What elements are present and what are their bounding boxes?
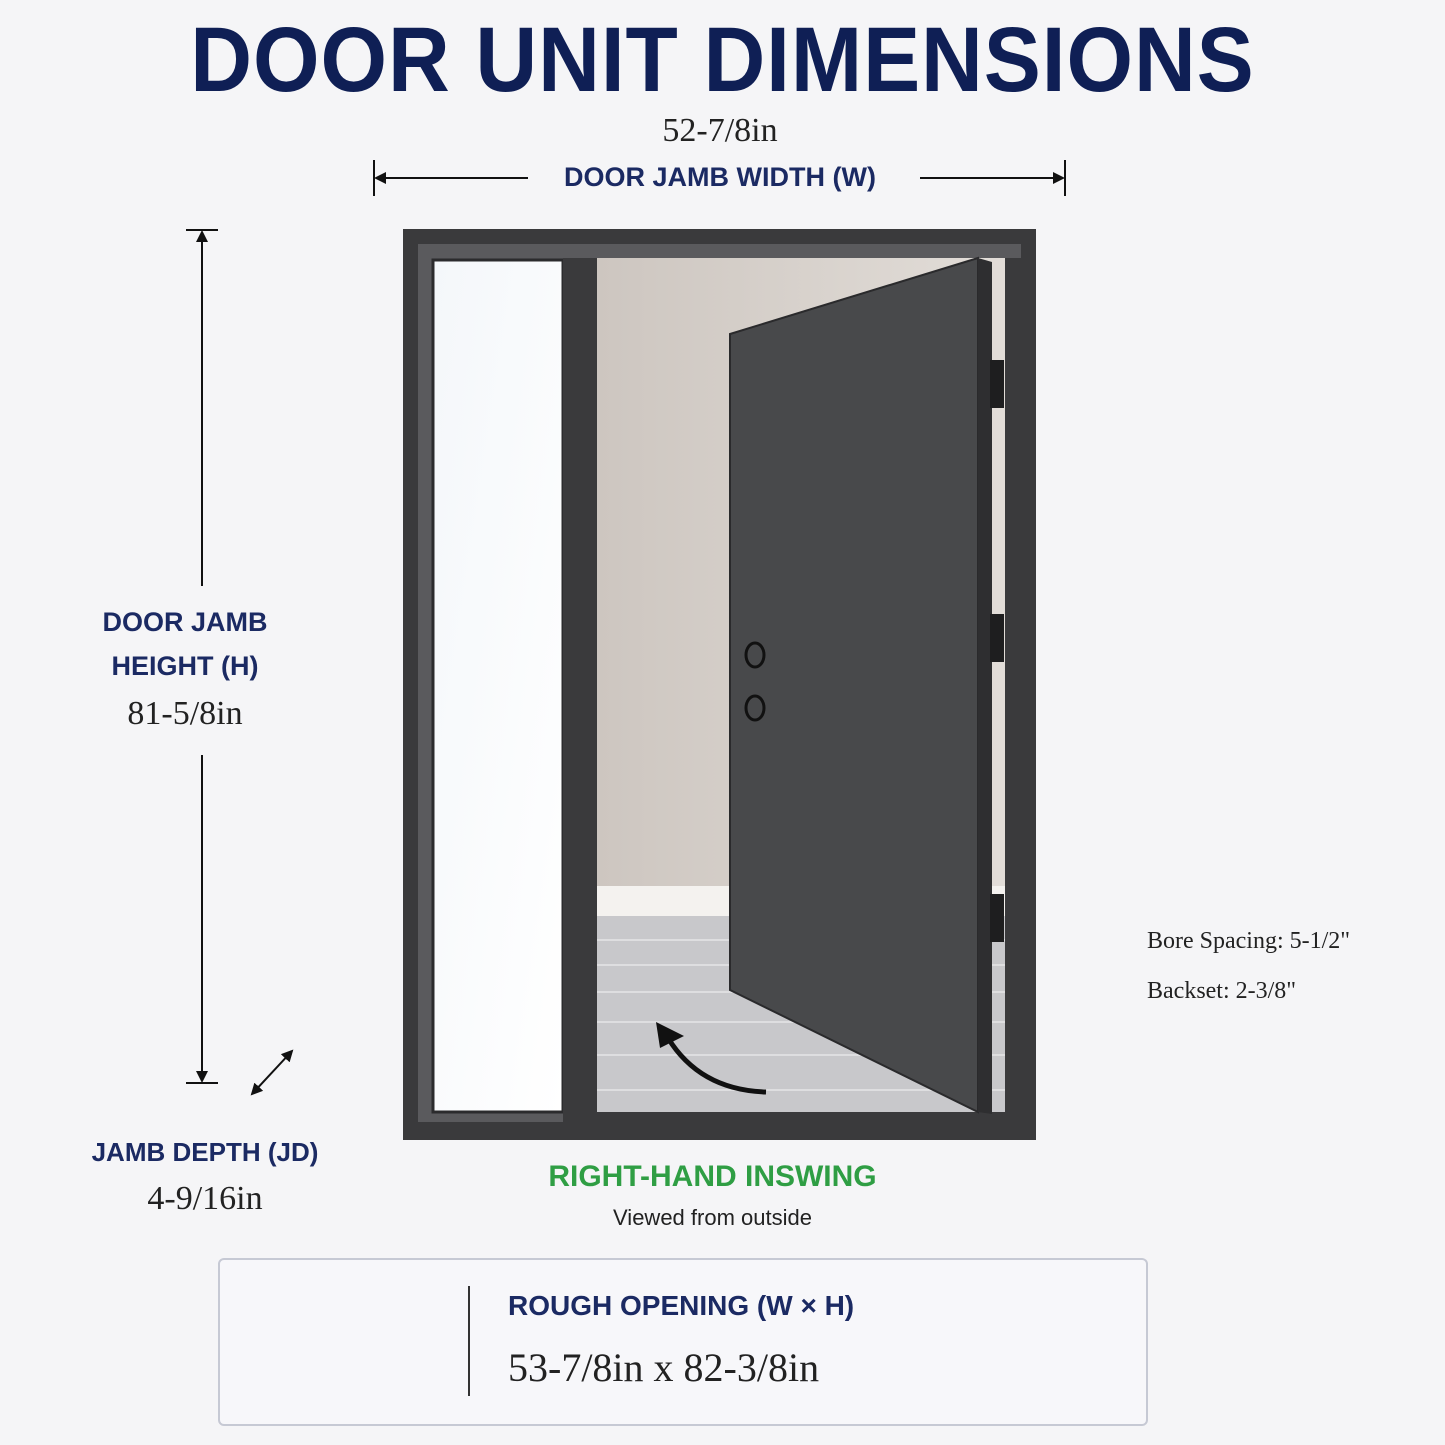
jamb-depth-value: 4-9/16in — [147, 1180, 263, 1217]
backset: Backset: 2-3/8" — [1147, 978, 1297, 1004]
jamb-height-label-line1: DOOR JAMB — [102, 607, 268, 637]
bore-hole-lower — [744, 694, 766, 722]
page-title: DOOR UNIT DIMENSIONS — [190, 9, 1255, 111]
panel-divider — [468, 1286, 470, 1396]
height-dimension — [186, 229, 218, 1084]
jamb-height-value: 81-5/8in — [127, 695, 243, 732]
door-slab — [729, 256, 992, 1114]
swing-arrow-icon — [665, 1036, 767, 1095]
rough-opening-label: ROUGH OPENING (W × H) — [508, 1290, 855, 1321]
jamb-height-label: DOOR JAMB HEIGHT (H) — [60, 600, 310, 688]
swing-sublabel: Viewed from outside — [613, 1205, 812, 1230]
hinge-top — [990, 360, 1004, 408]
swing-label: RIGHT-HAND INSWING — [548, 1160, 877, 1193]
hinge-bottom — [990, 894, 1004, 942]
rough-opening-panel — [218, 1258, 1148, 1426]
bore-spacing: Bore Spacing: 5-1/2" — [1147, 928, 1351, 954]
bore-hole-upper — [744, 641, 766, 669]
width-dimension — [373, 160, 1066, 196]
jamb-depth-label: JAMB DEPTH (JD) — [91, 1137, 319, 1167]
jamb-width-label: DOOR JAMB WIDTH (W) — [564, 162, 876, 192]
rough-opening-value: 53-7/8in x 82-3/8in — [508, 1345, 820, 1390]
sidelite-glass — [431, 258, 565, 1114]
depth-arrow — [250, 1049, 294, 1096]
hinge-middle — [990, 614, 1004, 662]
jamb-width-value: 52-7/8in — [662, 112, 778, 149]
jamb-height-label-line2: HEIGHT (H) — [111, 651, 259, 681]
